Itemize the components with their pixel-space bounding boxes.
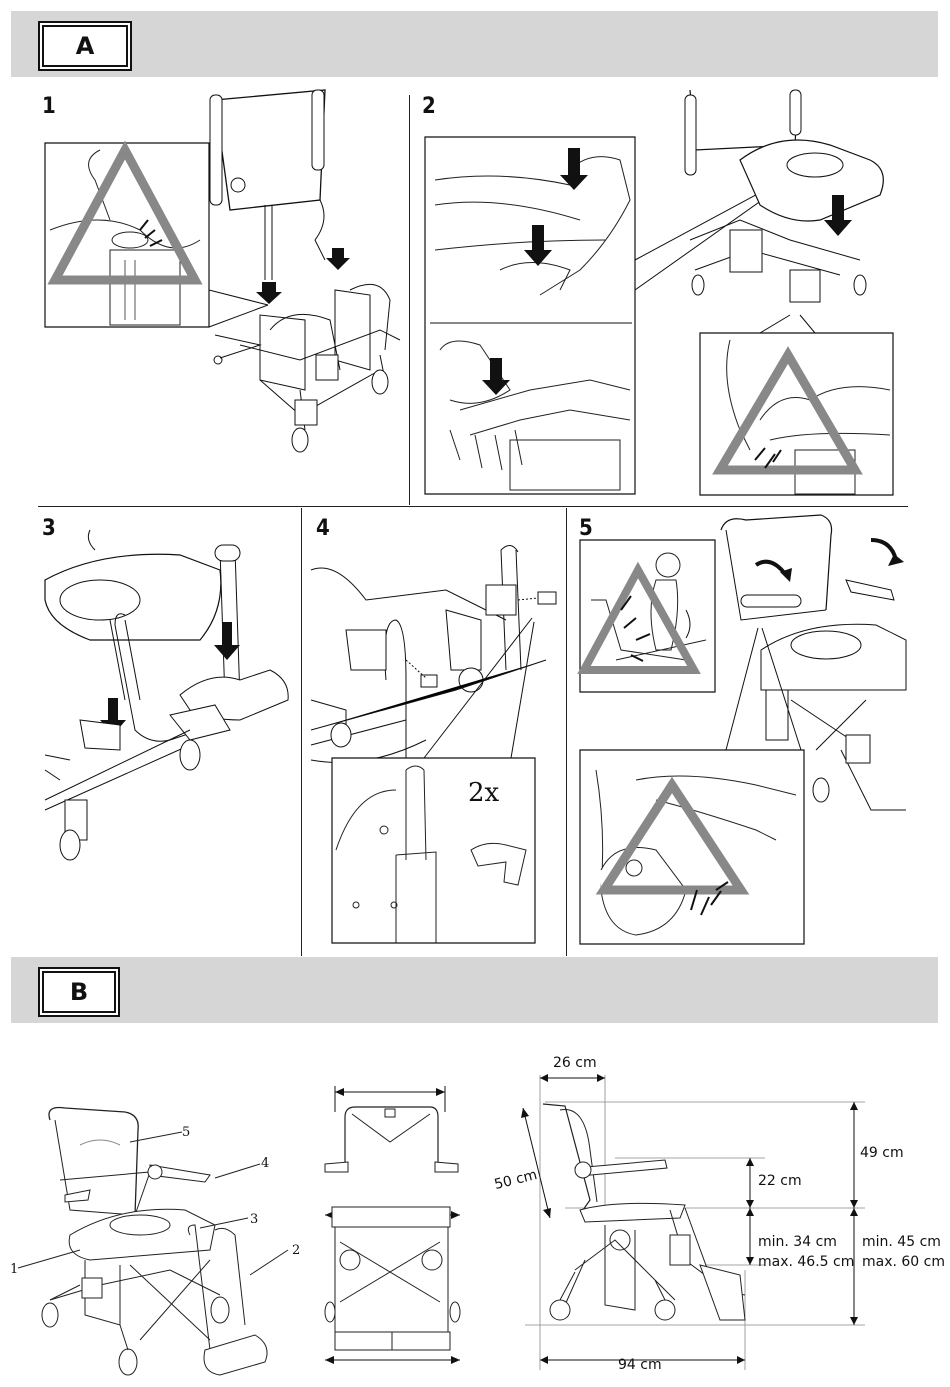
divider-steps-4-5 [566, 508, 567, 956]
part-label-1: 1 [10, 1262, 18, 1277]
section-a-label: A [38, 21, 132, 71]
part-label-3: 3 [250, 1212, 258, 1227]
step-3-illustration [40, 530, 295, 950]
step-4-illustration [306, 530, 564, 950]
dim-total-height-max: max. 60 cm [862, 1254, 945, 1270]
quantity-label: 2x [468, 778, 499, 808]
part-label-2: 2 [292, 1243, 300, 1258]
dim-seat-height-min: min. 34 cm [758, 1234, 837, 1250]
step-5-illustration [576, 510, 911, 950]
dim-armrest-height: 22 cm [758, 1173, 802, 1189]
dim-backrest-height: 49 cm [860, 1145, 904, 1161]
divider-row-a [38, 506, 908, 507]
part-label-5: 5 [182, 1125, 190, 1140]
dim-total-height-min: min. 45 cm [862, 1234, 941, 1250]
section-b-header: B [11, 957, 938, 1023]
dim-seat-height-max: max. 46.5 cm [758, 1254, 854, 1270]
section-a-header: A [11, 11, 938, 77]
step-2-illustration [420, 90, 900, 500]
step-1-illustration [40, 90, 410, 500]
chair-side-dimensions [505, 1060, 945, 1385]
down-arrow-icon [256, 282, 282, 304]
dim-length: 94 cm [618, 1357, 662, 1373]
chair-parts-diagram [10, 1100, 300, 1385]
dim-backrest-offset: 26 cm [553, 1055, 597, 1071]
section-b-label: B [38, 967, 120, 1017]
rotate-arrow-icon [888, 554, 904, 566]
divider-steps-3-4 [301, 508, 302, 956]
chair-front-view [320, 1082, 465, 1372]
part-label-4: 4 [261, 1156, 269, 1171]
down-arrow-icon [326, 248, 350, 270]
down-arrow-icon [214, 622, 240, 660]
